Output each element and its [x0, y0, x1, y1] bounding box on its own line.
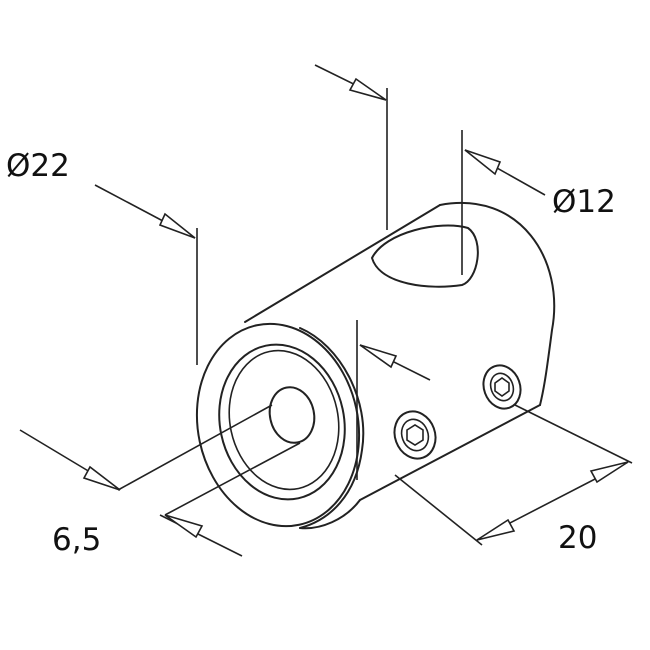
bore-dimension-label: 6,5: [52, 522, 102, 558]
length-dimension-label: 20: [558, 520, 598, 556]
hole-diameter-label: Ø12: [552, 184, 616, 220]
front-face: [195, 322, 365, 529]
cylinder-body: [244, 202, 556, 530]
set-screw-back: [482, 364, 522, 410]
dimension-lines: [19, 64, 633, 557]
cross-hole: [370, 224, 479, 288]
outer-diameter-label: Ø22: [6, 148, 70, 184]
set-screw-front: [393, 410, 437, 460]
